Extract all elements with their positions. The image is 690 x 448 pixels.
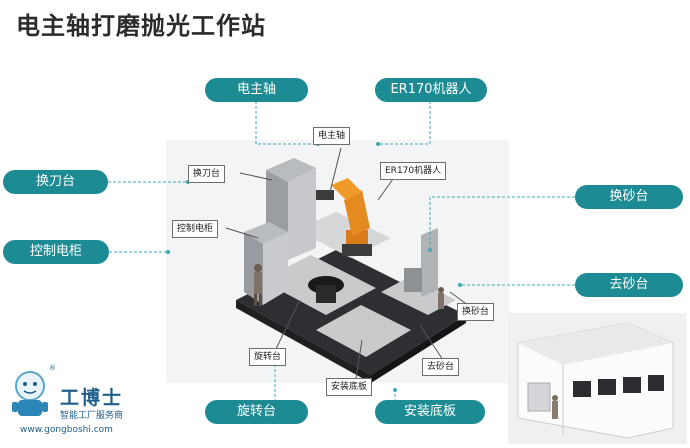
label-spindle: 电主轴 [205, 78, 308, 102]
logo-name: 工博士 [60, 383, 123, 410]
logo-mascot-icon [6, 364, 60, 424]
label-rotary-table: 旋转台 [205, 400, 308, 424]
callout-robot: ER170机器人 [380, 162, 446, 180]
callout-sand-remover: 去砂台 [422, 358, 459, 376]
sand-changer-panel [421, 228, 438, 297]
sand-remover-box [404, 268, 422, 292]
operator-figure-right [438, 287, 444, 309]
leader-spindle [256, 101, 318, 144]
label-tool-changer: 换刀台 [3, 170, 108, 194]
page-title: 电主轴打磨抛光工作站 [16, 6, 266, 41]
label-control-cabinet: 控制电柜 [3, 240, 109, 264]
logo-tagline: 智能工厂服务商 [60, 408, 123, 421]
logo-registered-mark: ® [49, 364, 56, 372]
label-base-plate: 安装底板 [375, 400, 485, 424]
callout-sand-changer: 换砂台 [457, 303, 494, 321]
callout-rotary-table: 旋转台 [249, 348, 286, 366]
callout-spindle: 电主轴 [313, 127, 350, 145]
callout-tool-changer: 换刀台 [188, 165, 225, 183]
leader-robot [378, 101, 430, 144]
callout-base-plate: 安装底板 [326, 378, 372, 396]
label-sand-remover: 去砂台 [575, 273, 683, 297]
label-sand-changer: 换砂台 [575, 185, 683, 209]
enclosure-illustration [508, 313, 687, 444]
callout-control-cabinet: 控制电柜 [172, 220, 218, 238]
label-robot: ER170机器人 [375, 78, 487, 102]
spindle-head [316, 190, 334, 200]
enclosure-photo [508, 313, 687, 444]
logo-url[interactable]: www.gongboshi.com [20, 425, 113, 435]
